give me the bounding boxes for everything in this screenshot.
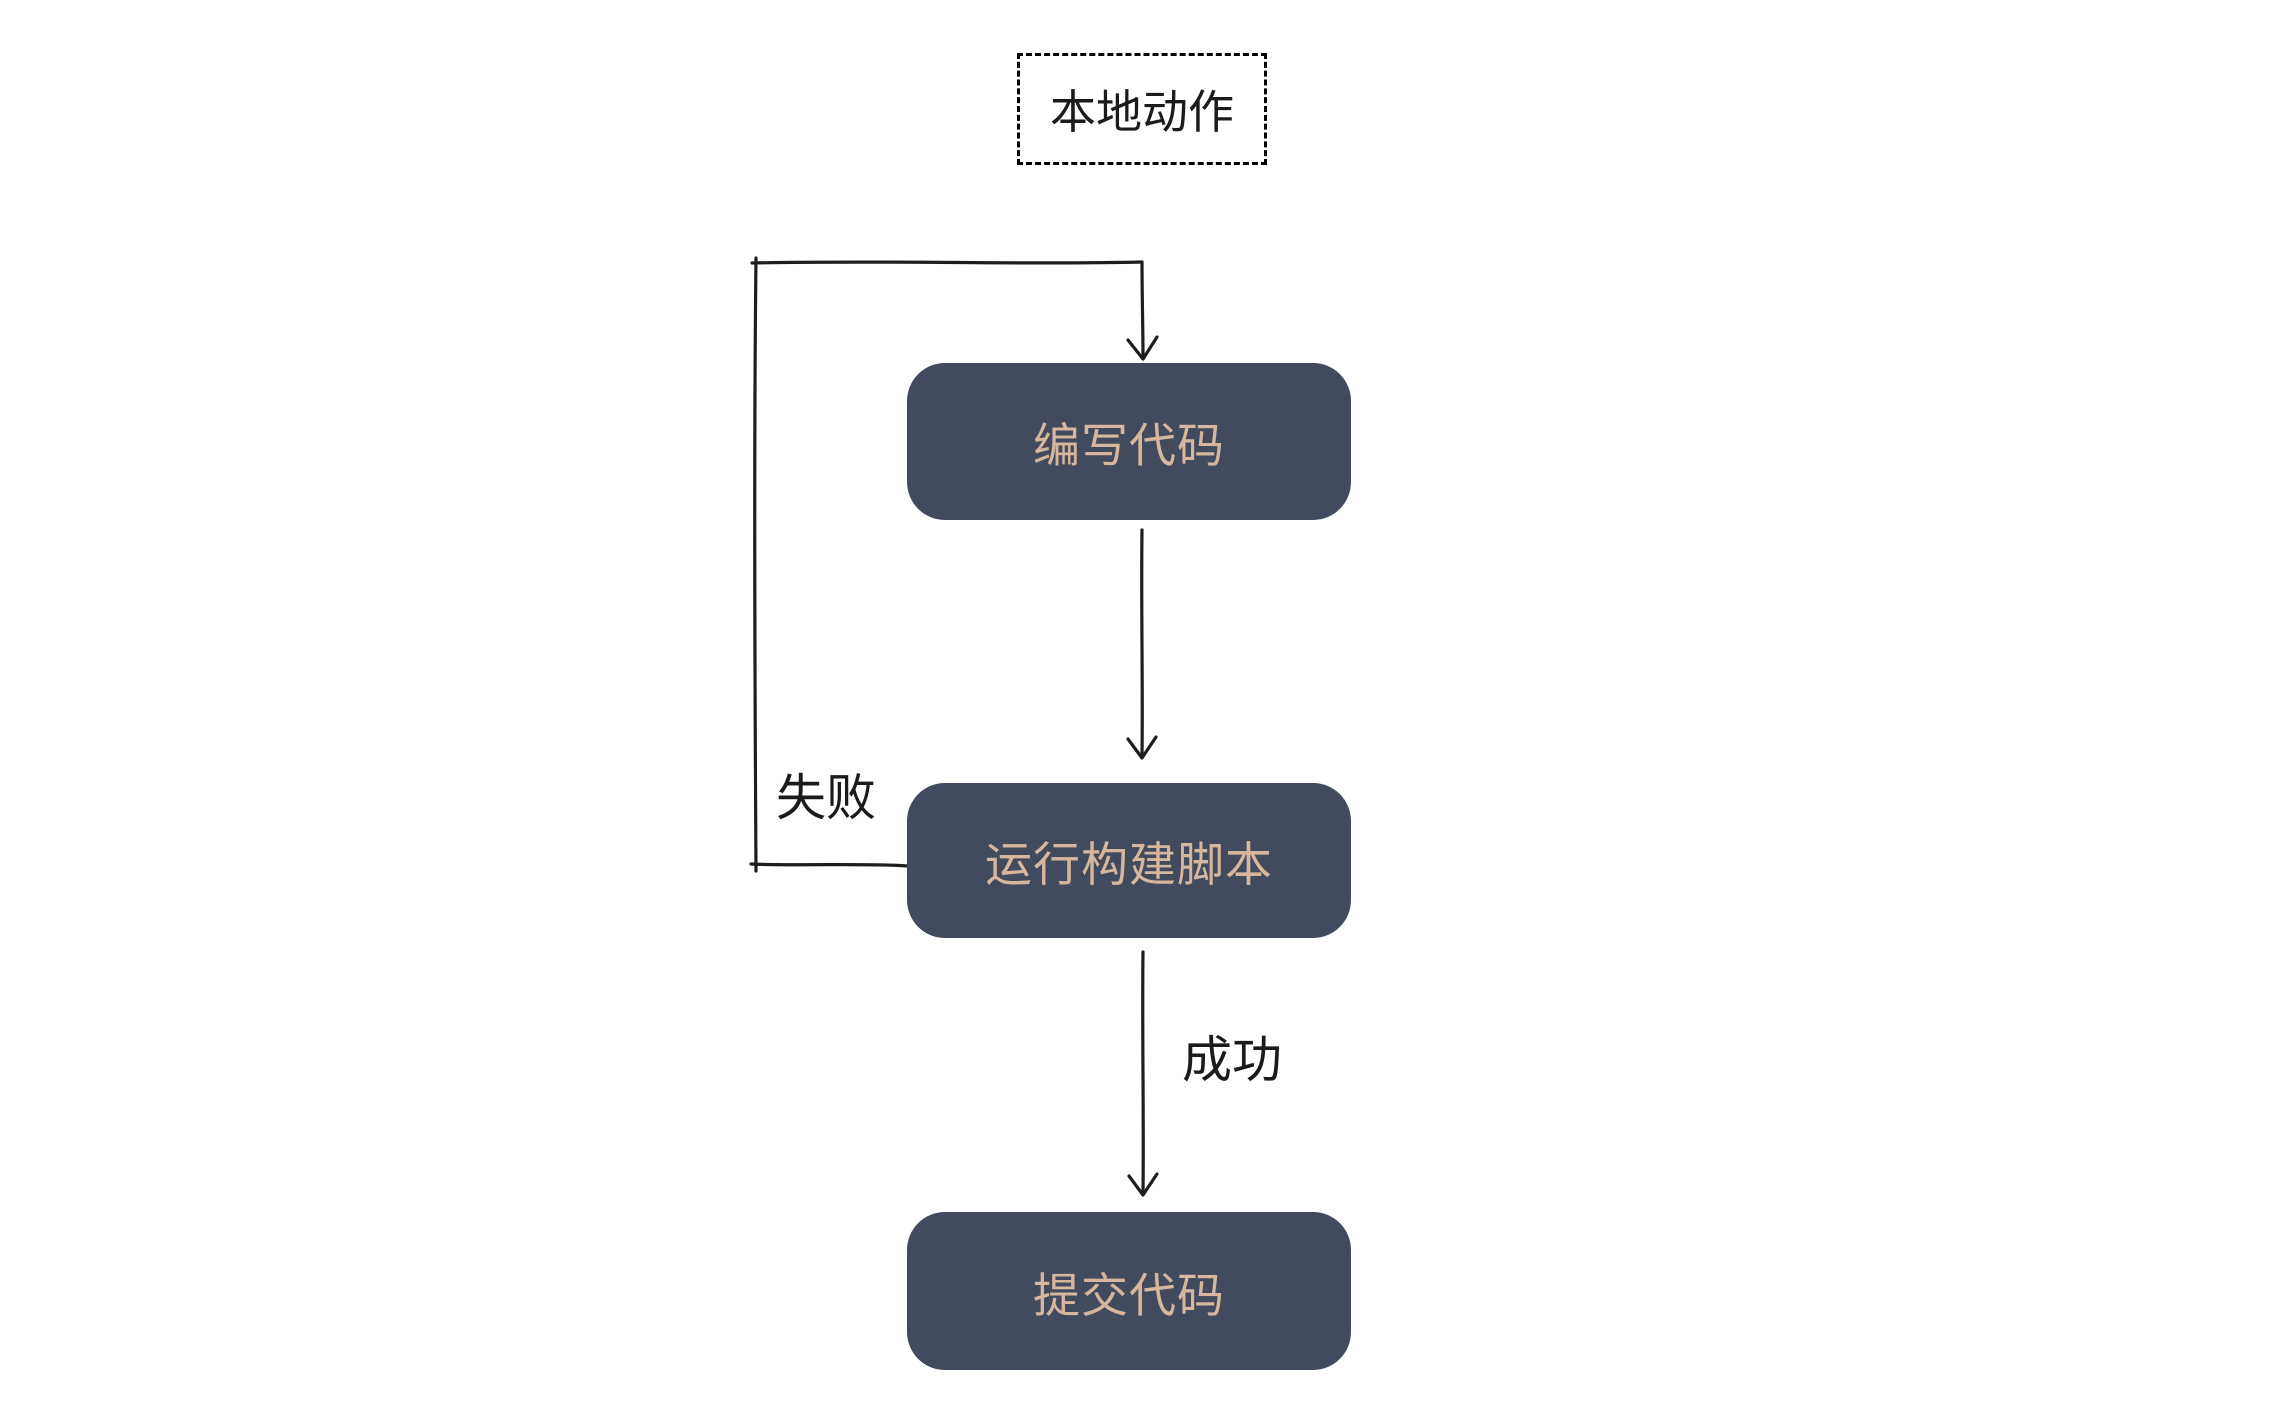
node-run-build-script: 运行构建脚本 <box>907 783 1351 938</box>
edge-write-to-build-arrow <box>1126 528 1158 760</box>
edge-success-path <box>1141 950 1145 1194</box>
node-write-code: 编写代码 <box>907 363 1351 520</box>
edge-failure-path <box>1140 260 1145 358</box>
edge-success-arrow <box>1127 950 1159 1197</box>
arrowhead-down-icon <box>1127 1172 1159 1197</box>
edge-write-to-build-path <box>1140 528 1144 757</box>
arrowhead-down-icon <box>1126 735 1158 760</box>
edge-failure-path <box>753 256 758 873</box>
edge-label-success-text: 成功 <box>1182 1032 1282 1088</box>
arrowhead-down-icon <box>1126 335 1159 361</box>
title-box-label: 本地动作 <box>1050 86 1234 138</box>
node-commit-code: 提交代码 <box>907 1212 1351 1370</box>
edge-label-success: 成功 <box>1182 1034 1282 1087</box>
node-write-code-label: 编写代码 <box>1033 419 1225 472</box>
node-commit-code-label: 提交代码 <box>1033 1268 1225 1322</box>
node-run-build-script-label: 运行构建脚本 <box>985 838 1273 891</box>
edge-failure-path <box>750 260 1144 265</box>
edge-failure-path <box>749 862 910 868</box>
title-box-local-actions: 本地动作 <box>1017 53 1267 165</box>
edge-label-failure: 失败 <box>776 772 876 825</box>
edge-label-failure-text: 失败 <box>776 770 876 826</box>
